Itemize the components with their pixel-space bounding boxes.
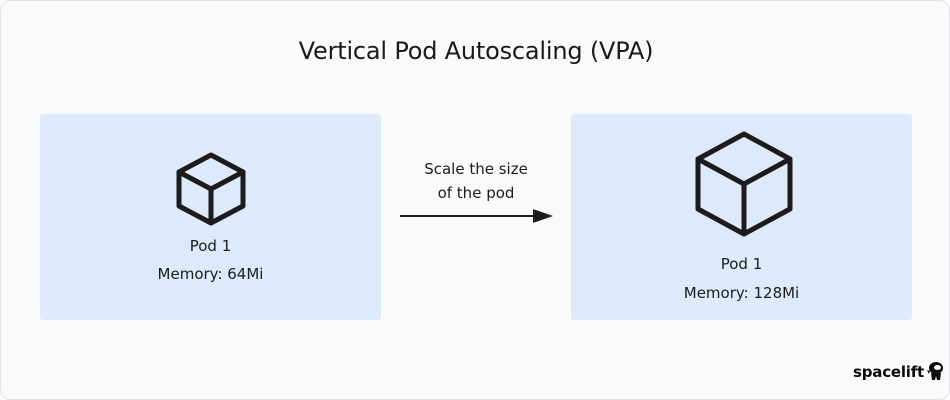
arrow-caption: Scale the size of the pod — [406, 157, 546, 205]
arrow-caption-line-1: Scale the size — [424, 160, 528, 178]
pod-name-label: Pod 1 — [189, 237, 232, 255]
pod-panel-before: Pod 1 Memory: 64Mi — [40, 114, 381, 320]
cube-icon — [695, 131, 793, 237]
pod-memory-label: Memory: 128Mi — [683, 284, 800, 302]
arrow-caption-line-2: of the pod — [437, 184, 515, 202]
scale-arrow — [400, 209, 553, 223]
cube-icon — [176, 152, 246, 226]
diagram-title: Vertical Pod Autoscaling (VPA) — [298, 37, 654, 65]
pod-memory-label: Memory: 64Mi — [157, 265, 264, 283]
astronaut-icon — [927, 362, 944, 380]
pod-panel-after: Pod 1 Memory: 128Mi — [571, 114, 912, 320]
pod-name-label: Pod 1 — [720, 255, 763, 273]
spacelift-logo: spacelift — [853, 361, 946, 383]
logo-text: spacelift — [853, 363, 925, 381]
